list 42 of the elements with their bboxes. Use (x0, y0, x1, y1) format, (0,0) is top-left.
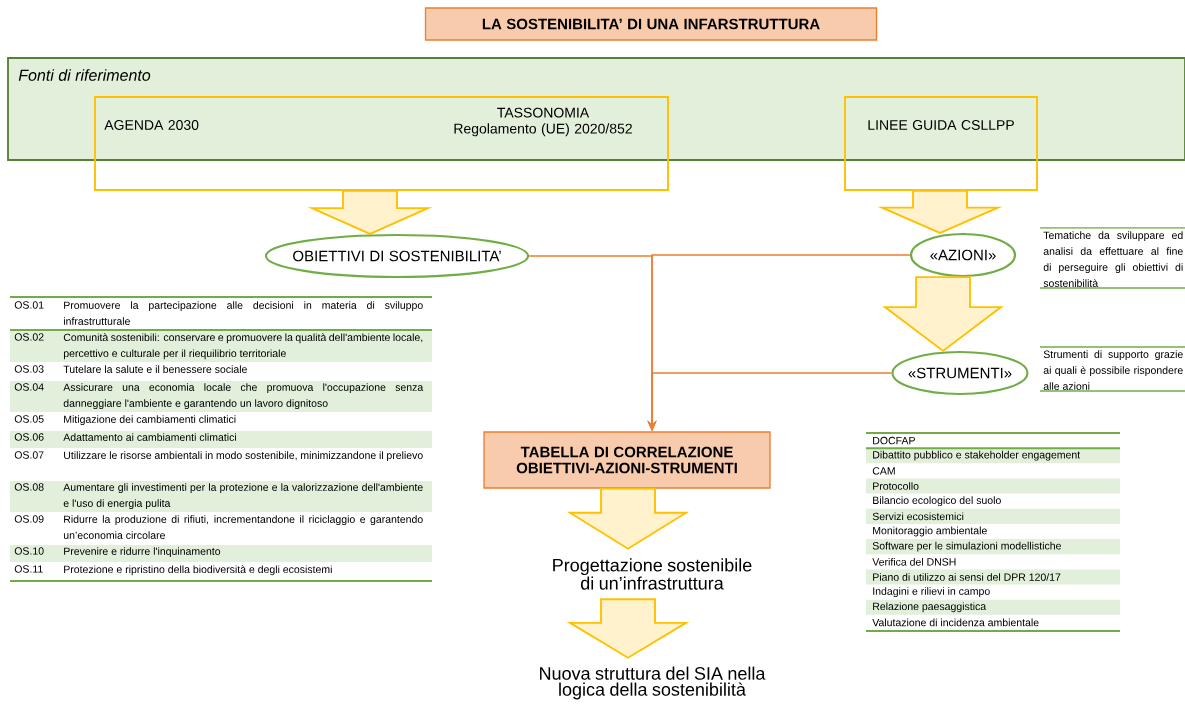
table-cell: OS.01 (14, 301, 44, 309)
table-cell: Promuovere la partecipazione alle decisioni in materia di sviluppo infrastrutturale (64, 301, 423, 325)
table-cell: Indagini e rilievi in campo (873, 587, 990, 597)
source-box: AGENDA 2030 TASSONOMIA Regolamento (UE) 2020/852 (94, 96, 669, 191)
table-cell: OS.05 (14, 415, 44, 423)
table-cell: OS.06 (10, 431, 58, 448)
block-arrow (307, 190, 433, 235)
table-cell: Software per le simulazioni modellistiche (866, 539, 1120, 555)
table-cell: OS.10 (10, 545, 58, 562)
result-text: Progettazione sostenibile di un’infrastruttura (553, 558, 752, 590)
correlation-table-box: TABELLA DI CORRELAZIONE OBIETTIVI-AZIONI-STRUMENTI (483, 431, 771, 489)
block-arrow (566, 487, 690, 550)
table-cell: Tutelare la salute e il benessere sociale (63, 365, 247, 373)
table-cell: OS.03 (14, 365, 44, 373)
table-cell: Bilancio ecologico del suolo (873, 496, 1001, 507)
result-text: Nuova struttura del SIA nella logica della sostenibilità (540, 666, 766, 700)
table-cell: Valutazione di incidenza ambientale (872, 618, 1039, 627)
table-cell: OS.02 (10, 331, 58, 362)
title-box: LA SOSTENIBILITA’ DI UNA INFARSTRUTTURA (424, 7, 878, 41)
table-cell: Piano di utilizzo ai sensi del DPR 120/17 (866, 569, 1120, 585)
table-cell: Ridurre la produzione di rifiuti, incrementandone il riciclaggio e garantendo un’economia circolare (63, 515, 423, 539)
table-cell: OS.11 (14, 565, 43, 573)
description-text: Tematiche da sviluppare ed analisi da effettuare al fine di perseguire gli obiettivi di sostenibilità (1039, 227, 1185, 289)
table-cell: Protezione e ripristino della biodiversità e degli ecosistemi (64, 565, 332, 576)
block-arrow (566, 598, 690, 659)
table-cell: Servizi ecosistemici (866, 508, 1120, 524)
table-cell: Verifica del DNSH (872, 557, 956, 566)
table-cell: OS.07 (14, 451, 44, 459)
description-text: Strumenti di supporto grazie ai quali è possibile rispondere alle azioni (1039, 346, 1185, 392)
block-arrow (882, 276, 1004, 353)
table-cell: OS.08 (10, 481, 58, 512)
source-box: LINEE GUIDA CSLLPP (844, 96, 1038, 191)
table-cell: DOCFAP (873, 436, 915, 445)
table-cell: OS.09 (14, 515, 44, 523)
table-cell: OS.04 (10, 381, 58, 412)
table-cell: Mitigazione dei cambiamenti climatici (64, 415, 236, 426)
table-cell: Monitoraggio ambientale (873, 526, 987, 537)
table-cell: CAM (872, 467, 895, 475)
table-cell: Protocollo (866, 478, 1120, 494)
table-cell: Utilizzare le risorse ambientali in modo sostenibile, minimizzandone il prelievo (64, 451, 423, 462)
block-arrow (877, 190, 1003, 234)
table-cell: Relazione paesaggistica (866, 599, 1120, 615)
